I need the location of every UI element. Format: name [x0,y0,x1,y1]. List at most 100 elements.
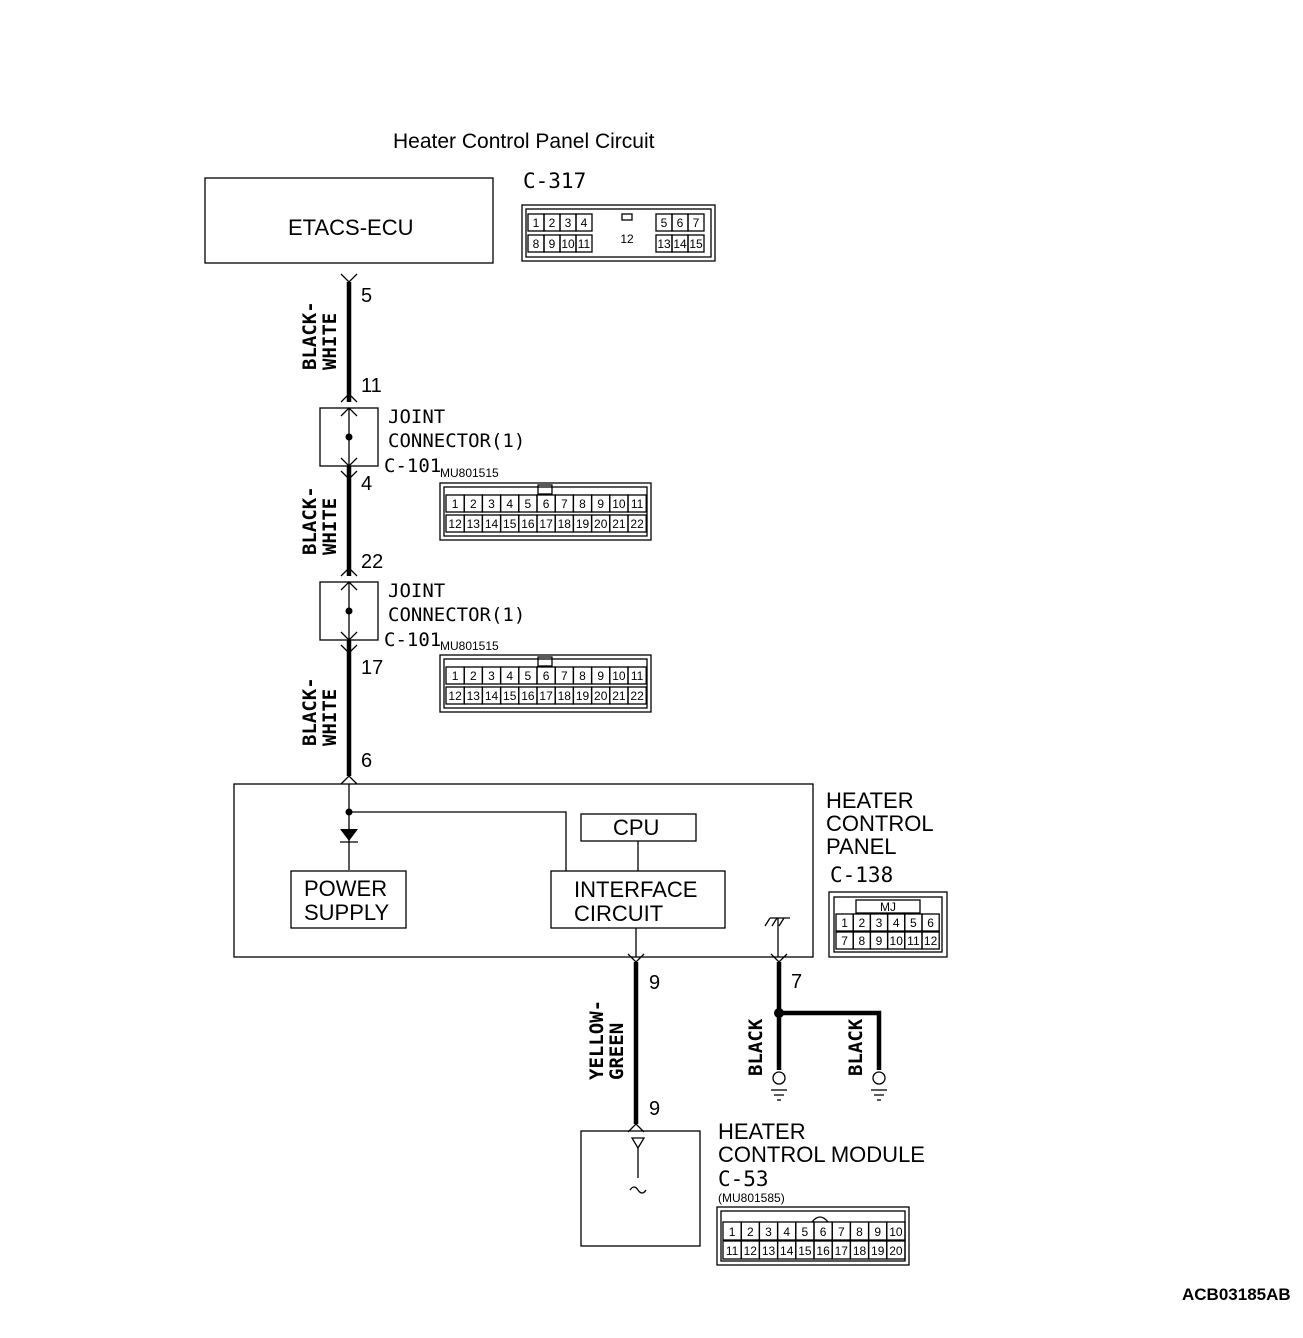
cpu-label: CPU [613,815,659,840]
c317-top-right-pin: 7 [693,216,700,230]
c53-bottom-pin: 11 [726,1244,739,1258]
joint1-connector: C-101 [384,455,441,477]
ground-icon-2 [871,1071,887,1101]
c138-bottom-pin: 12 [924,934,938,948]
c53-bottom-pin: 15 [798,1244,812,1258]
c101a-top-pin: 6 [543,497,550,511]
panel-line1: HEATER [826,788,914,813]
c101a-top-pin: 10 [612,497,626,511]
c101a-bottom-pin: 14 [485,517,499,531]
c53-top-pin: 9 [874,1225,881,1239]
wire-color-ground-1: BLACK [745,1018,767,1076]
c138-top-pin: 3 [876,916,883,930]
c138-label: C-138 [830,863,893,887]
c101a-bottom-pin: 20 [594,517,608,531]
interface-circuit-box [550,870,726,929]
heater-control-panel-box [233,783,814,958]
figure-code: ACB03185AB [1182,1285,1291,1304]
wire-color-seg3b: WHITE [319,689,341,746]
c101a-bottom-pin: 13 [467,517,481,531]
c317-label: C-317 [523,169,586,193]
c53-bottom-pin: 19 [871,1244,885,1258]
c138-key: MJ [880,900,896,914]
c138-bottom-pin: 11 [907,934,920,948]
wire-color-seg1b: WHITE [319,313,341,370]
c101a-bottom-pin: 18 [558,517,572,531]
c317-bottom-left-pin: 9 [549,237,556,251]
c101a-bottom-pin: 16 [521,517,535,531]
c53-top-pin: 2 [747,1225,754,1239]
c317-top-right-pin: 6 [677,216,684,230]
c53-top-pin: 10 [889,1225,903,1239]
interface-line2: CIRCUIT [574,901,663,926]
panel-line3: PANEL [826,834,897,859]
c138-bottom-cell [921,931,940,950]
c138-bottom-pin: 9 [876,934,883,948]
c101a-bottom-pin: 22 [630,517,644,531]
c138-top-pin: 5 [910,916,917,930]
c101b-top-cell [627,666,647,685]
c53-bottom-pin: 16 [816,1244,830,1258]
c101a-bottom-pin: 21 [612,517,626,531]
joint1-line1: JOINT [388,406,445,428]
power-supply-line2: SUPPLY [304,900,390,925]
c53-label: C-53 [718,1167,769,1191]
c317-bottom-right-cell [687,234,705,253]
joint2-line1: JOINT [388,580,445,602]
joint1-part: MU801515 [440,466,499,480]
c53-bottom-pin: 12 [744,1244,758,1258]
joint2-line2: CONNECTOR(1) [388,604,525,626]
c317-top-left-pin: 2 [549,216,556,230]
c101b-bottom-pin: 12 [448,689,462,703]
c53-top-cell [886,1221,906,1241]
c317-top-left-pin: 4 [581,216,588,230]
c101b-bottom-pin: 18 [558,689,572,703]
c101a-top-pin: 4 [506,497,513,511]
pin-11: 11 [361,375,382,397]
c101b-bottom-pin: 17 [539,689,553,703]
diode-icon [340,829,358,841]
c317-center-pin: 12 [620,232,634,246]
c101b-top-pin: 10 [612,669,626,683]
c53-top-pin: 1 [729,1225,736,1239]
c101a-bottom-cell [627,514,647,533]
c101b-top-pin: 8 [579,669,586,683]
c101b-top-pin: 1 [452,669,459,683]
c317-bottom-left-pin: 8 [533,237,540,251]
etacs-ecu-label: ETACS-ECU [288,215,414,240]
c138-top-pin: 4 [893,916,900,930]
diagram-title: Heater Control Panel Circuit [393,130,655,153]
c317-top-left-pin: 1 [533,216,540,230]
c317-bottom-right-pin: 14 [673,237,687,251]
c53-bottom-pin: 14 [780,1244,794,1258]
c101a-top-pin: 8 [579,497,586,511]
c53-bottom-pin: 13 [762,1244,776,1258]
c138-top-pin: 2 [858,916,865,930]
wire-color-ground-2: BLACK [845,1018,867,1076]
c53-bottom-pin: 18 [853,1244,867,1258]
c101a-bottom-pin: 15 [503,517,517,531]
pin-17: 17 [361,657,383,679]
c101b-bottom-pin: 19 [576,689,590,703]
c101b-bottom-cell [627,686,647,705]
wire-color-seg3: BLACK- [299,677,321,746]
c138-bottom-pin: 8 [858,934,865,948]
power-supply-box [290,870,407,929]
wire-color-seg2: BLACK- [299,486,321,555]
c101a-top-pin: 11 [631,497,644,511]
etacs-ecu-box [204,177,494,264]
c101b-bottom-pin: 15 [503,689,517,703]
pin-6: 6 [361,750,372,772]
c138-bottom-pin: 10 [890,934,904,948]
c101a-top-pin: 5 [525,497,532,511]
c138-bottom-pin: 7 [841,934,848,948]
heater-control-module-box [580,1130,701,1247]
module-part: (MU801585) [718,1191,785,1205]
c317-top-right-cell [687,213,705,232]
ground-icon-1 [771,1071,787,1101]
c317-bottom-right-pin: 15 [689,237,703,251]
